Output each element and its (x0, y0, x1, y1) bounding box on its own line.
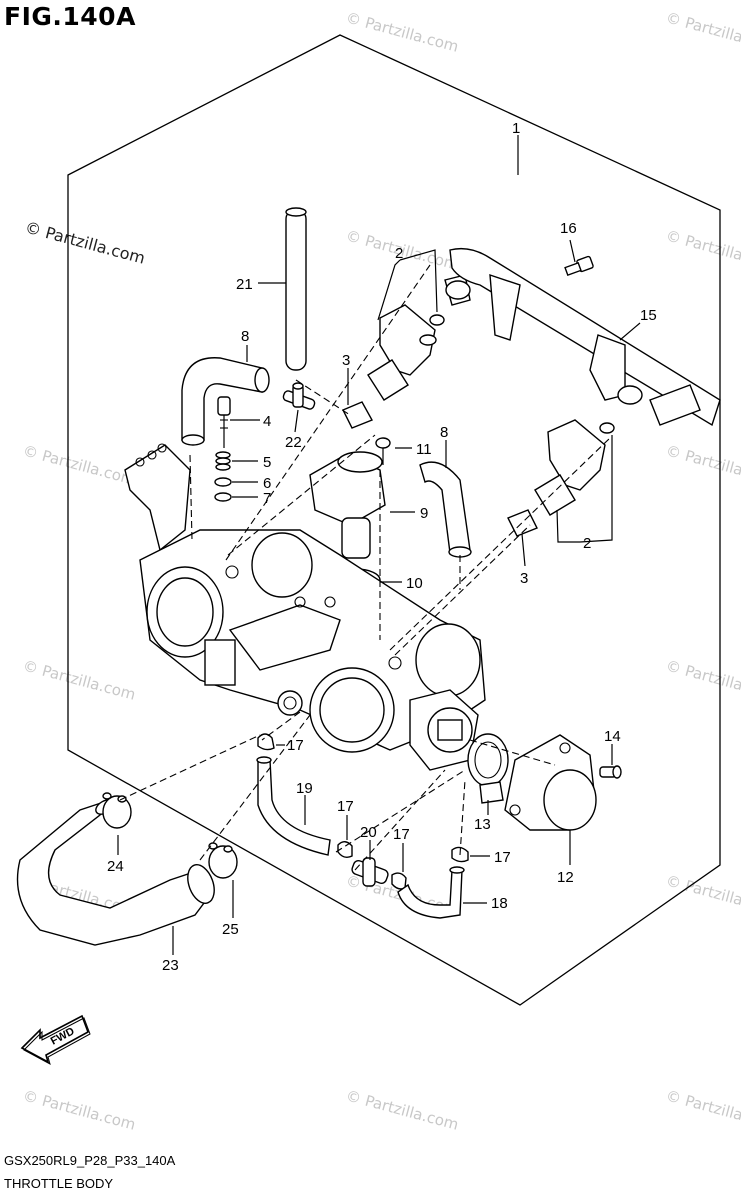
seal-3-upper (342, 401, 373, 429)
callout-12: 12 (557, 869, 574, 886)
callout-8: 8 (440, 424, 448, 441)
watermark: © Partzilla.com (664, 441, 741, 488)
screw-11 (375, 437, 391, 465)
callout-7: 7 (263, 490, 271, 507)
callout-leaders (117, 135, 641, 955)
adjust-screw-4 (217, 396, 231, 448)
watermark: © Partzilla.com (21, 1086, 137, 1133)
holder-13 (467, 733, 509, 804)
callout-2: 2 (583, 535, 591, 552)
figure-code: GSX250RL9_P28_P33_140A (4, 1153, 176, 1168)
watermark: © Partzilla.com (664, 8, 741, 55)
clamp-25 (208, 842, 238, 879)
fwd-arrow-icon: FWD (20, 1014, 91, 1066)
spring-5 (215, 451, 231, 471)
watermark: © Partzilla.com (664, 871, 741, 918)
callout-20: 20 (360, 824, 377, 841)
callout-24: 24 (107, 858, 124, 875)
callout-11: 11 (416, 441, 432, 458)
clamp-17 (391, 872, 407, 890)
throttle-body-assembly (139, 529, 486, 771)
callout-19: 19 (296, 780, 313, 797)
clamp-17 (257, 733, 275, 751)
watermark: © Partzilla.com (664, 226, 741, 273)
callout-4: 4 (263, 413, 271, 430)
fuel-injector-2-upper (367, 274, 471, 401)
callout-14: 14 (604, 728, 621, 745)
callout-15: 15 (640, 307, 657, 324)
joint-20 (351, 857, 389, 887)
fuel-delivery-pipe-15 (445, 247, 721, 427)
washer-6 (214, 477, 232, 487)
callout-5: 5 (263, 454, 271, 471)
watermark: © Partzilla.com (344, 8, 460, 55)
callout-16: 16 (560, 220, 577, 237)
t-joint-22 (282, 382, 316, 410)
watermark: © Partzilla.com (664, 1086, 741, 1133)
callout-labels: 1 2 2 3 3 4 5 6 7 8 8 9 10 11 12 13 14 1… (107, 120, 657, 974)
clamp-24 (102, 792, 132, 829)
watermark: © Partzilla.com (21, 441, 137, 488)
cover-12 (504, 734, 597, 831)
callout-17: 17 (494, 849, 511, 866)
seal-3-lower (507, 509, 538, 537)
callout-9: 9 (420, 505, 428, 522)
watermark: © Partzilla.com (664, 656, 741, 703)
callout-8: 8 (241, 328, 249, 345)
callout-3: 3 (342, 352, 350, 369)
callout-22: 22 (285, 434, 302, 451)
callout-13: 13 (474, 816, 491, 833)
screw-14 (599, 765, 622, 779)
o-ring-7 (214, 492, 232, 502)
callout-25: 25 (222, 921, 239, 938)
callout-23: 23 (162, 957, 179, 974)
callout-17: 17 (337, 798, 354, 815)
callout-17: 17 (287, 737, 304, 754)
callout-17: 17 (393, 826, 410, 843)
callout-21: 21 (236, 276, 253, 293)
o-ring (599, 422, 615, 434)
callout-6: 6 (263, 475, 271, 492)
figure-name: THROTTLE BODY (4, 1176, 114, 1191)
figure-title: FIG.140A (4, 2, 136, 31)
hose-19 (257, 759, 331, 856)
fuel-injector-2-lower (534, 419, 615, 516)
clamp-17 (337, 841, 353, 859)
vent-hose-21 (285, 207, 307, 371)
callout-1: 1 (512, 120, 520, 137)
callout-2: 2 (395, 245, 403, 262)
callout-18: 18 (491, 895, 508, 912)
watermark-dark: © Partzilla.com (23, 218, 147, 268)
large-hose-23 (16, 798, 211, 946)
watermark: © Partzilla.com (21, 656, 137, 703)
o-ring (429, 314, 445, 326)
callout-10: 10 (406, 575, 423, 592)
callout-3: 3 (520, 570, 528, 587)
sensor-9 (309, 451, 386, 559)
cable-bracket (124, 444, 191, 552)
bolt-16 (564, 255, 594, 277)
assembly-boundary (67, 34, 721, 1006)
watermark: © Partzilla.com (344, 1086, 460, 1133)
watermark-layer: © Partzilla.com © Partzilla.com © Partzi… (21, 8, 741, 1133)
